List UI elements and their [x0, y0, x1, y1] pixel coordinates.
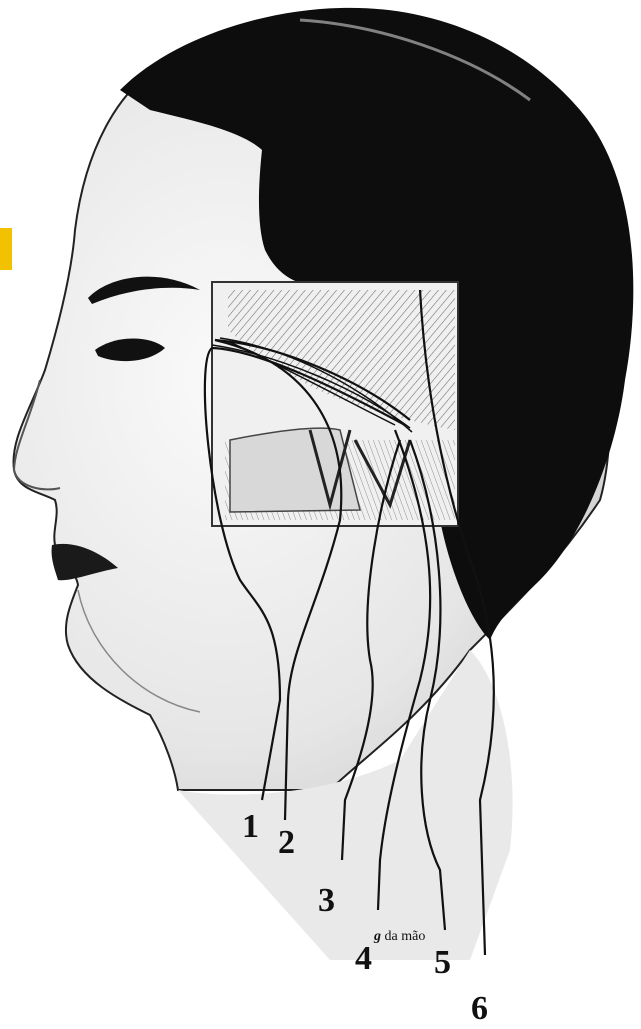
label-1: 1 — [242, 810, 259, 844]
caption-body: da mão — [381, 929, 425, 944]
label-5: 5 — [434, 946, 451, 980]
label-2: 2 — [278, 826, 295, 860]
caption-prefix: g — [374, 929, 381, 944]
label-6: 6 — [471, 992, 488, 1026]
label-4: 4 — [355, 942, 372, 976]
label-3: 3 — [318, 884, 335, 918]
caption-text: g da mão — [374, 930, 425, 944]
